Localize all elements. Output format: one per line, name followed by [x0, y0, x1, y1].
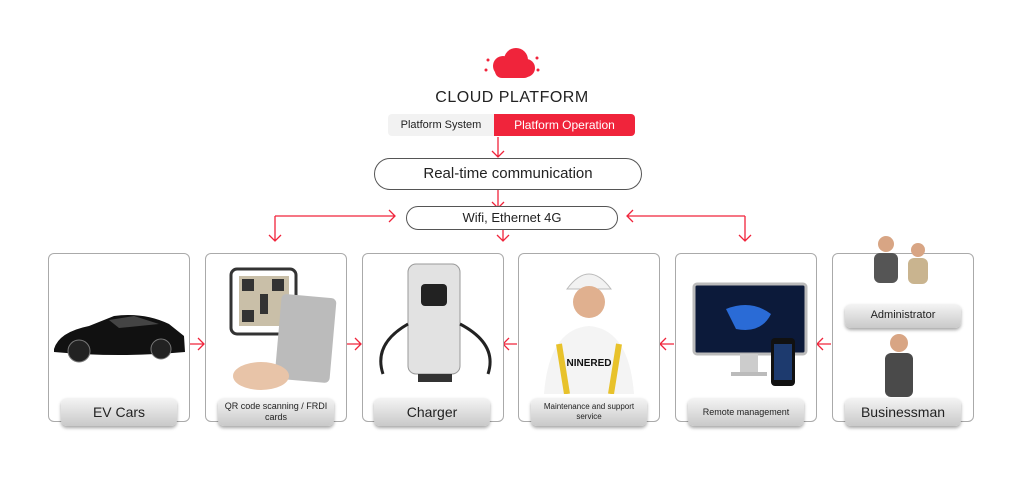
- svg-text:NINERED: NINERED: [566, 358, 611, 369]
- technician-image: NINERED: [544, 273, 634, 395]
- network-box: Wifi, Ethernet 4G: [406, 206, 618, 230]
- label-ev-cars: EV Cars: [61, 398, 177, 426]
- card-remote-management: [675, 253, 817, 422]
- label-qr-rfid: QR code scanning / FRDI cards: [218, 398, 334, 426]
- card-qr-rfid: [205, 253, 347, 422]
- tab-platform-system[interactable]: Platform System: [388, 114, 494, 136]
- label-remote-management: Remote management: [688, 398, 804, 426]
- tab-platform-operation[interactable]: Platform Operation: [494, 114, 635, 136]
- card-charger: [362, 253, 504, 422]
- cloud-icon: [484, 48, 540, 78]
- monitor-dashboard-image: [692, 282, 808, 386]
- realtime-communication-box: Real-time communication: [374, 158, 642, 190]
- label-administrator: Administrator: [845, 304, 961, 328]
- charger-image: [379, 263, 492, 382]
- card-maintenance: NINERED: [518, 253, 660, 422]
- label-maintenance: Maintenance and support service: [531, 398, 647, 426]
- label-charger: Charger: [374, 398, 490, 426]
- platform-tabs: Platform System Platform Operation: [388, 114, 635, 136]
- car-image: [54, 315, 185, 363]
- card-ev-cars: [48, 253, 190, 422]
- qr-card-image: [229, 267, 337, 390]
- page-title: CLOUD PLATFORM: [435, 89, 589, 106]
- label-businessman: Businessman: [845, 398, 961, 426]
